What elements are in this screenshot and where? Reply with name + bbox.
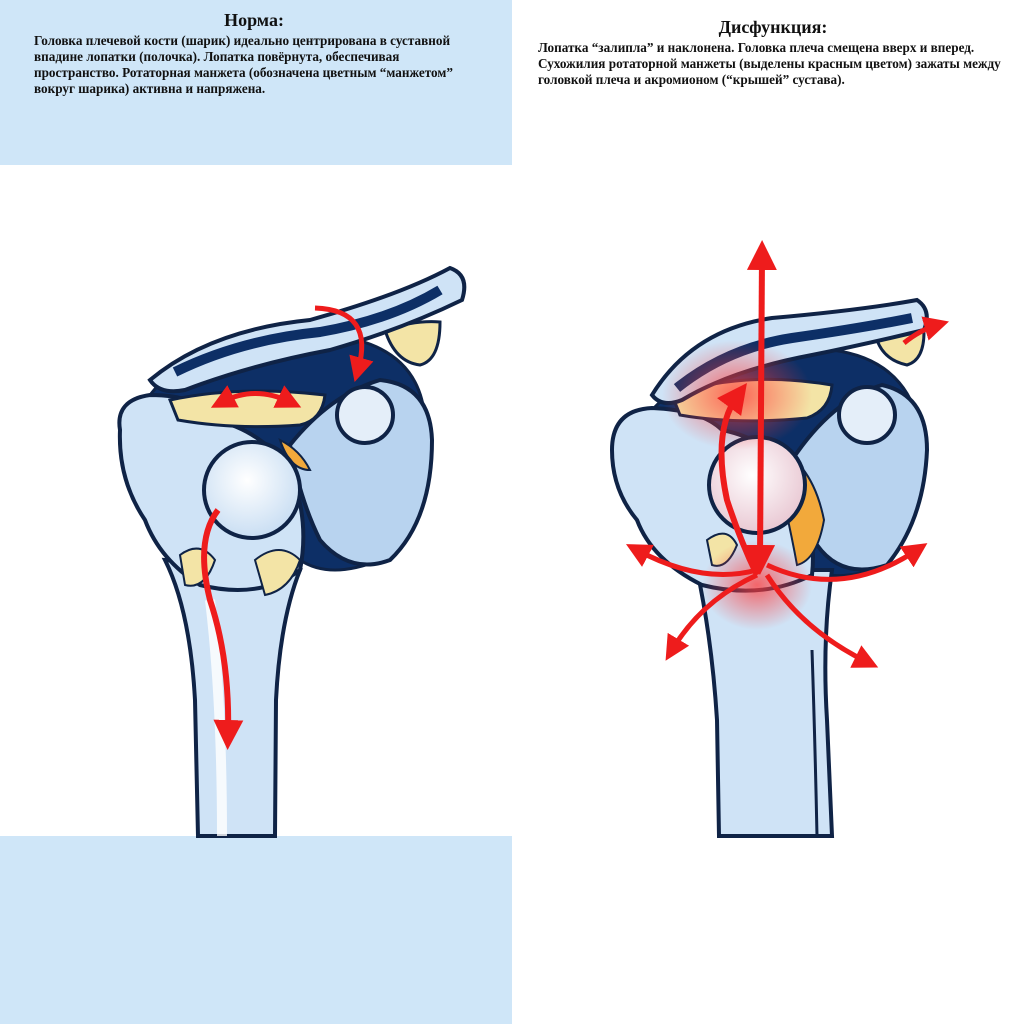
coracoid-process	[335, 385, 395, 445]
acromion-inner	[172, 285, 443, 377]
arrow-down-shaft	[201, 508, 244, 750]
bottom-band	[0, 836, 512, 1024]
scapula	[287, 377, 435, 567]
arrow-acromion-curve	[314, 305, 374, 383]
normal-caption: Норма: Головка плечевой кости (шарик) ид…	[34, 10, 474, 97]
dysfunction-title: Дисфункция:	[718, 17, 828, 37]
cartilage-lower-right	[253, 549, 302, 597]
arrow-vertical-down	[745, 240, 777, 575]
dysfunction-shoulder-illustration	[609, 240, 949, 838]
inflammation-glow-bottom	[702, 540, 812, 630]
humerus-shaft-highlight	[205, 599, 227, 837]
humerus-shaft	[161, 557, 303, 838]
humeral-head	[202, 440, 302, 540]
arrow-spread-lower-right	[764, 573, 879, 668]
dysfunction-caption: Дисфункция: Лопатка “залипла” и наклонен…	[538, 17, 1008, 88]
humerus-shaft-dys	[694, 568, 835, 838]
arrow-spread-lower-left	[665, 572, 759, 661]
arrow-loop	[717, 382, 760, 577]
panel-normal: Норма: Головка плечевой кости (шарик) ид…	[0, 0, 512, 1024]
arrow-roof-right	[902, 316, 949, 345]
arrow-spread-right	[765, 543, 928, 582]
coracoid-process-dys	[837, 385, 897, 445]
arrow-rotation-double	[210, 385, 302, 408]
shaft-line	[810, 649, 819, 837]
dysfunction-description: Лопатка “залипла” и наклонена. Головка п…	[538, 40, 1001, 87]
normal-description: Головка плечевой кости (шарик) идеально …	[34, 33, 453, 96]
normal-shoulder-illustration	[117, 265, 467, 838]
arrow-spread-left	[625, 544, 758, 577]
panel-dysfunction: Дисфункция: Лопатка “залипла” и наклонен…	[512, 0, 1024, 1024]
top-band	[0, 0, 512, 165]
normal-title: Норма:	[224, 10, 284, 30]
